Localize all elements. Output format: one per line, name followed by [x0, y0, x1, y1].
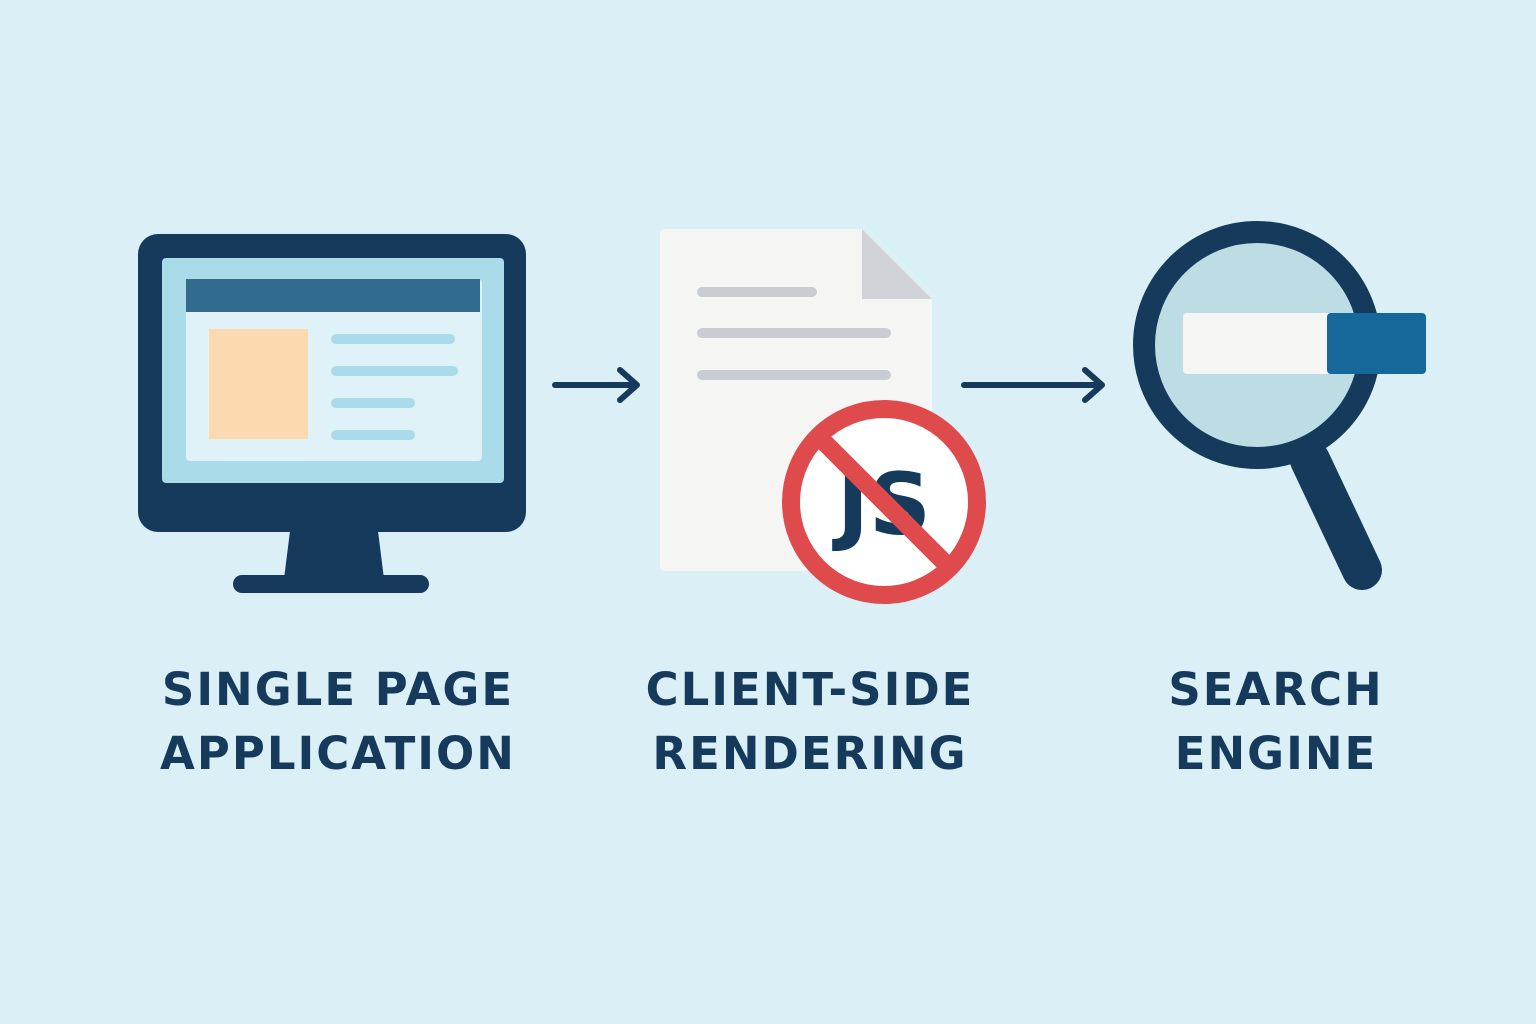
label-line: Rendering [652, 727, 968, 780]
app-window-header [186, 279, 480, 312]
image-placeholder [209, 329, 308, 439]
magnifier-handle [1290, 440, 1382, 590]
label-client-side-rendering: Client-Side Rendering [590, 658, 1030, 786]
monitor-base [233, 575, 429, 593]
no-javascript-icon: JS [782, 400, 986, 604]
content-lines [331, 334, 458, 440]
label-line: Search [1168, 663, 1384, 716]
label-line: Client-Side [645, 663, 975, 716]
prohibit-slash [816, 434, 952, 570]
label-single-page-application: Single Page Application [118, 658, 558, 786]
label-line: Application [160, 727, 516, 780]
document-fold [862, 229, 932, 299]
desktop-monitor-icon [138, 234, 526, 593]
arrow-right-icon [961, 367, 1105, 403]
label-line: Engine [1174, 727, 1378, 780]
label-line: Single Page [161, 663, 515, 716]
search-bar [1183, 313, 1338, 374]
document-lines [697, 287, 891, 380]
magnifying-glass-search-icon [1133, 221, 1426, 590]
arrow-right-icon [552, 367, 640, 403]
search-button [1327, 313, 1426, 374]
monitor-neck [284, 531, 384, 579]
label-search-engine: Search Engine [1056, 658, 1496, 786]
